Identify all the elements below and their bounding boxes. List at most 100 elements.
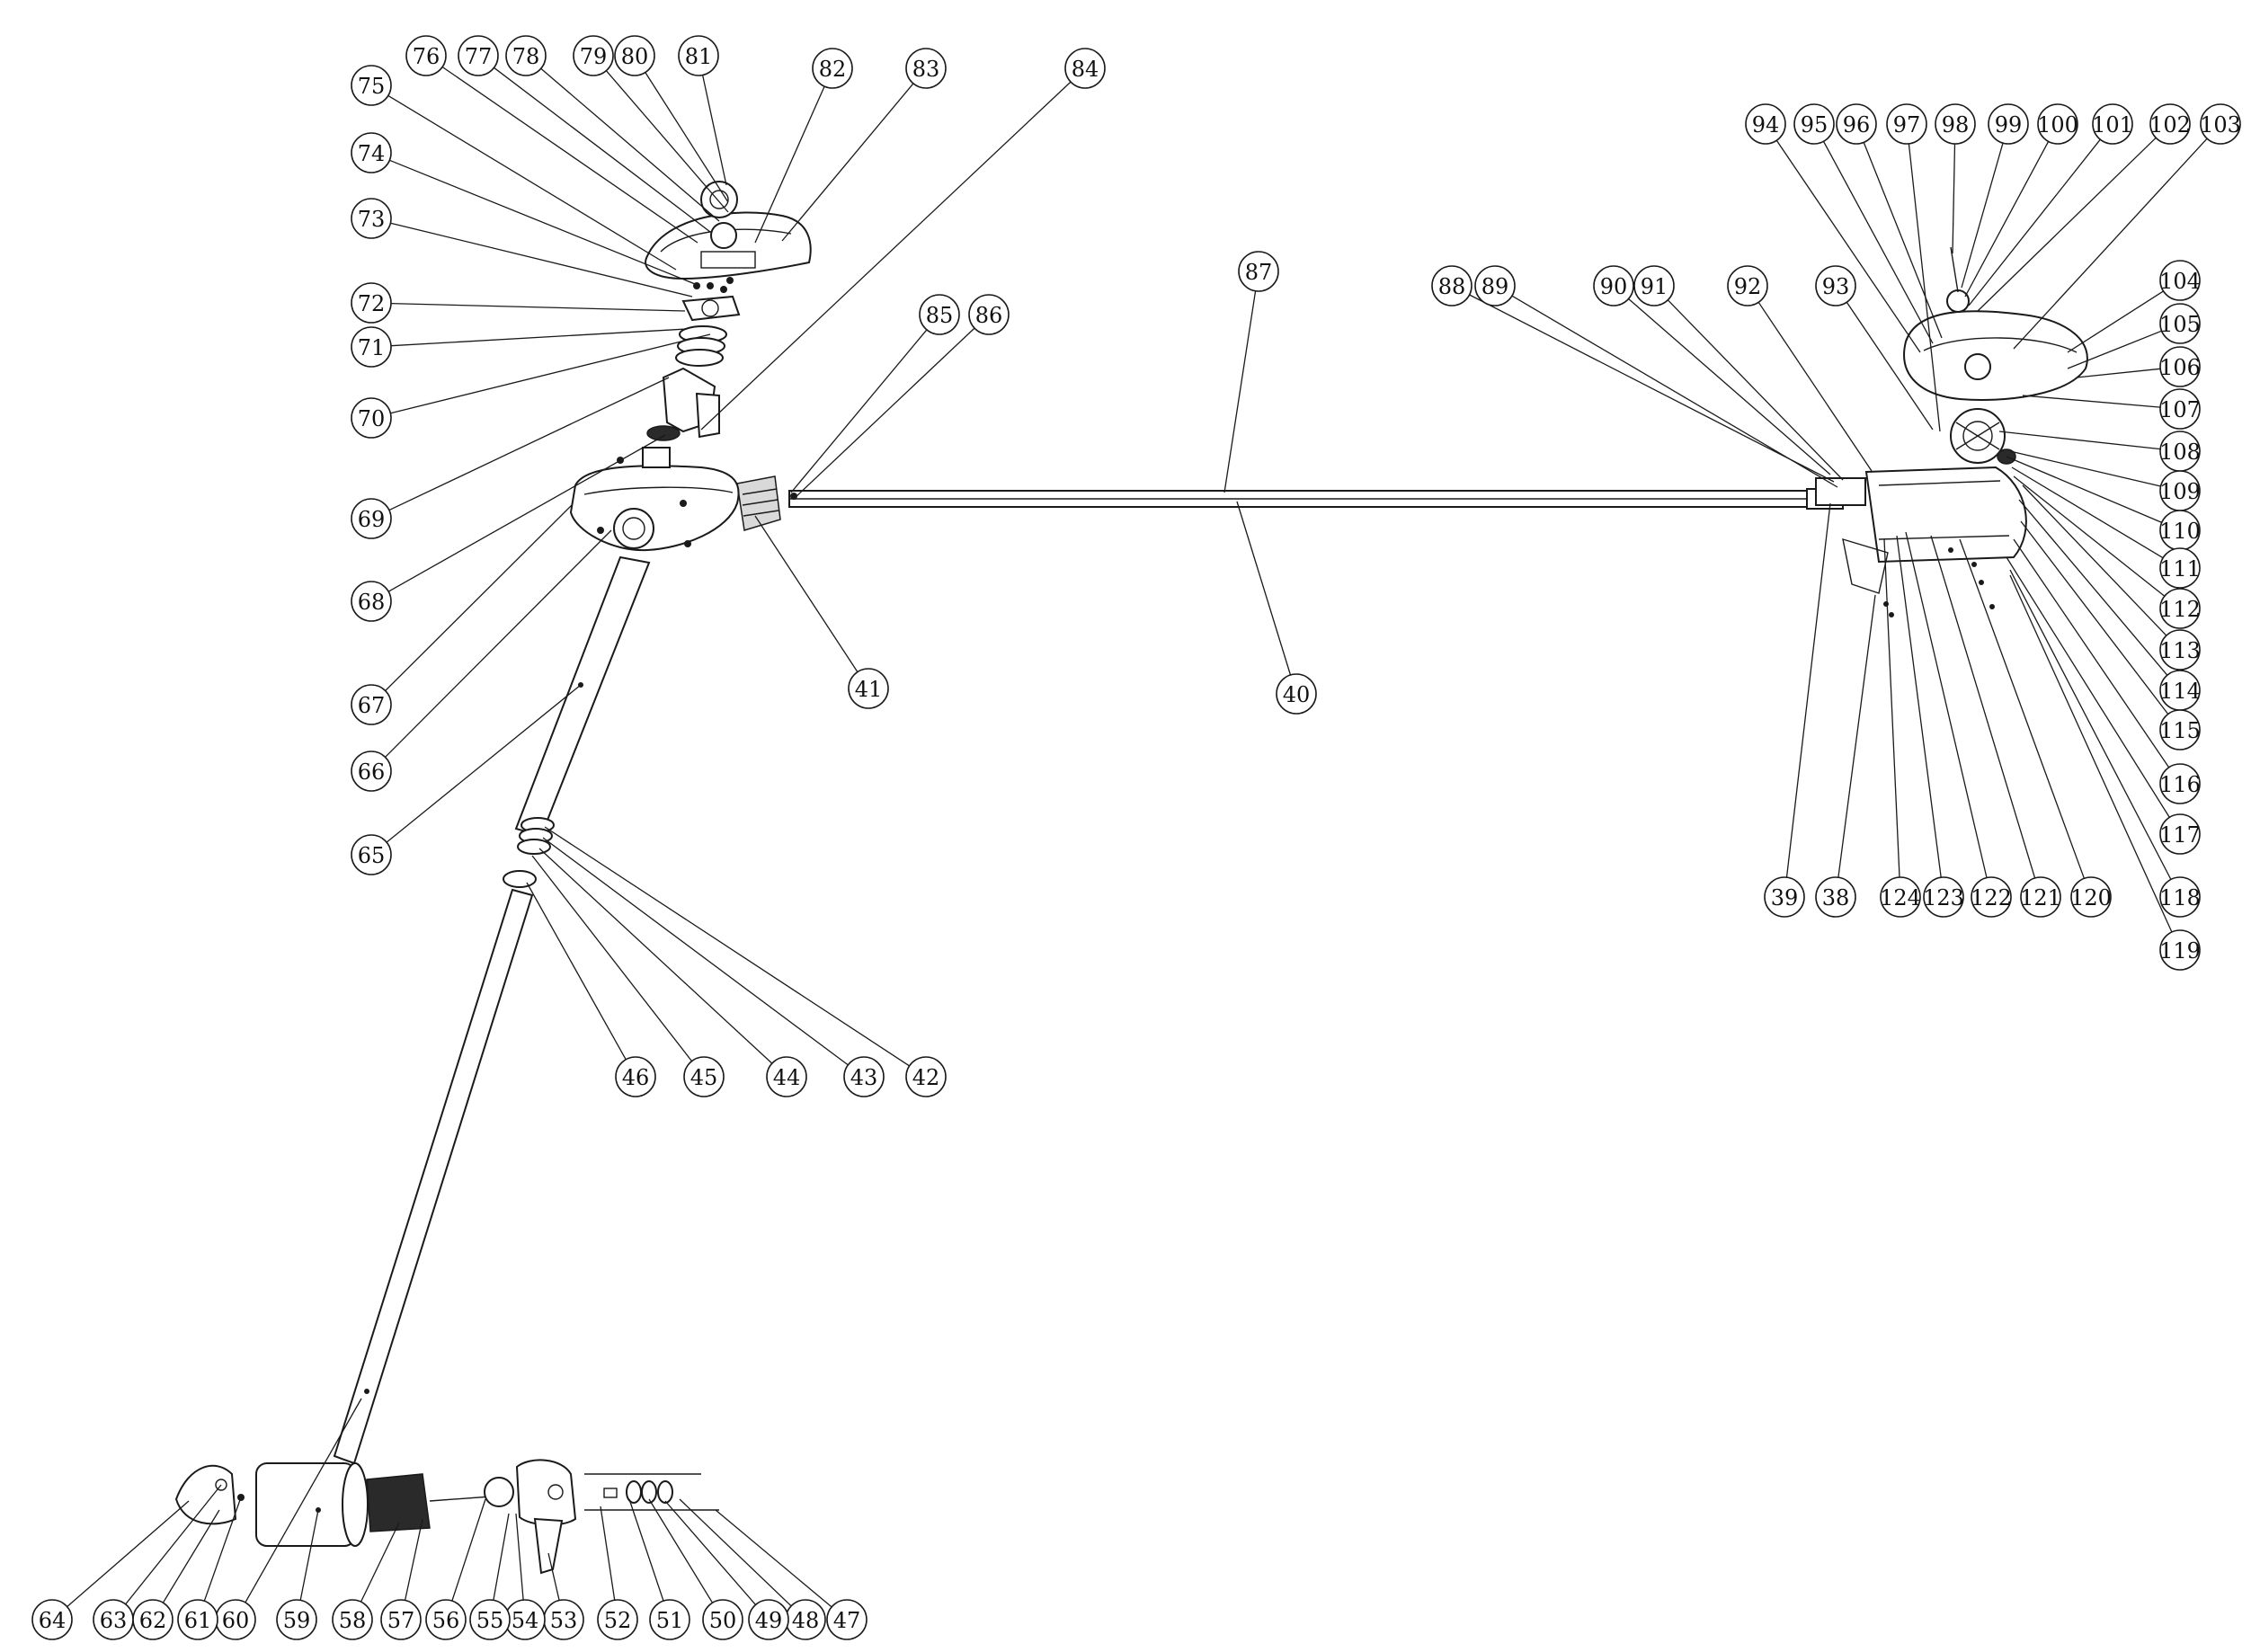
callout-circle <box>615 1056 656 1097</box>
leader-line-114 <box>2018 499 2168 676</box>
callout-label: 100 <box>2037 112 2078 138</box>
leader-line-78 <box>540 67 720 222</box>
callout-label: 122 <box>1971 885 2012 910</box>
callout-56: 56 <box>425 1599 467 1640</box>
callout-label: 55 <box>476 1608 504 1633</box>
callout-circle <box>93 1599 134 1640</box>
callout-label: 40 <box>1283 682 1311 707</box>
callout-100: 100 <box>2037 103 2078 145</box>
leader-line-52 <box>600 1505 616 1601</box>
callout-circle <box>351 834 392 875</box>
callout-label: 38 <box>1822 885 1850 910</box>
callout-circle <box>843 1056 885 1097</box>
leader-line-45 <box>531 855 693 1061</box>
callout-circle <box>968 294 1010 335</box>
callout-circle <box>919 294 960 335</box>
callout-circle <box>1886 103 1927 145</box>
callout-116: 116 <box>2159 763 2201 804</box>
leader-line-57 <box>404 1518 423 1601</box>
callout-label: 82 <box>819 57 847 82</box>
callout-57: 57 <box>380 1599 422 1640</box>
shaft-tube <box>788 488 1844 510</box>
callout-label: 106 <box>2159 355 2201 380</box>
leader-line-86 <box>794 327 975 499</box>
callout-79: 79 <box>573 35 614 76</box>
callout-circle <box>1880 876 1921 918</box>
callout-44: 44 <box>766 1056 807 1097</box>
callout-119: 119 <box>2159 929 2201 971</box>
callout-95: 95 <box>1793 103 1835 145</box>
callout-circle <box>2159 303 2201 344</box>
callout-78: 78 <box>505 35 547 76</box>
callout-71: 71 <box>351 326 392 368</box>
callout-38: 38 <box>1815 876 1856 918</box>
lower-head-housing <box>569 447 740 552</box>
callout-label: 89 <box>1481 274 1509 299</box>
callout-label: 46 <box>622 1065 650 1090</box>
callout-circle <box>351 397 392 439</box>
callout-112: 112 <box>2159 588 2201 629</box>
callout-circle <box>469 1599 511 1640</box>
callout-circle <box>1764 876 1805 918</box>
callout-53: 53 <box>543 1599 584 1640</box>
callout-label: 109 <box>2159 479 2201 504</box>
callout-circle <box>380 1599 422 1640</box>
callout-label: 61 <box>184 1608 212 1633</box>
leader-line-104 <box>2067 290 2164 353</box>
callout-120: 120 <box>2070 876 2112 918</box>
callout-circle <box>2159 547 2201 589</box>
leader-line-119 <box>2009 574 2173 933</box>
callout-circle <box>2200 103 2241 145</box>
callout-114: 114 <box>2159 670 2201 711</box>
callout-circle <box>332 1599 373 1640</box>
callout-label: 64 <box>39 1608 67 1633</box>
callout-label: 76 <box>413 44 440 69</box>
callout-circle <box>351 498 392 539</box>
leader-line-58 <box>360 1522 400 1603</box>
callout-label: 39 <box>1771 885 1799 910</box>
leader-line-89 <box>1511 295 1838 488</box>
callout-99: 99 <box>1988 103 2029 145</box>
leader-line-118 <box>2009 569 2172 880</box>
callout-label: 47 <box>833 1608 861 1633</box>
leader-line-99 <box>1961 143 2004 289</box>
leader-line-68 <box>387 434 666 592</box>
callout-label: 79 <box>580 44 608 69</box>
callout-circle <box>351 132 392 173</box>
callout-45: 45 <box>683 1056 725 1097</box>
callout-circle <box>2020 876 2061 918</box>
callout-label: 84 <box>1072 57 1099 82</box>
callout-label: 123 <box>1923 885 1964 910</box>
callout-label: 93 <box>1822 274 1850 299</box>
callout-circle <box>683 1056 725 1097</box>
parts-drawing <box>174 181 2088 1575</box>
leader-line-60 <box>245 1398 362 1603</box>
callout-label: 70 <box>358 406 386 431</box>
callout-86: 86 <box>968 294 1010 335</box>
callout-106: 106 <box>2159 346 2201 387</box>
leader-line-106 <box>2076 368 2161 378</box>
callout-circle <box>812 48 853 89</box>
leader-line-105 <box>2067 330 2162 369</box>
callout-85: 85 <box>919 294 960 335</box>
callout-circle <box>905 48 947 89</box>
callout-81: 81 <box>678 35 719 76</box>
motor-assembly <box>174 1459 719 1575</box>
leader-line-96 <box>1863 142 1943 339</box>
callout-label: 87 <box>1245 260 1273 285</box>
leader-line-120 <box>1959 538 2086 879</box>
callout-circle <box>614 35 655 76</box>
callout-60: 60 <box>215 1599 256 1640</box>
callout-circle <box>702 1599 743 1640</box>
leader-line-113 <box>2022 484 2167 636</box>
callout-label: 94 <box>1752 112 1780 138</box>
callout-75: 75 <box>351 65 392 106</box>
main-shaft <box>514 555 651 838</box>
callout-circle <box>2159 629 2201 671</box>
leader-line-71 <box>390 328 688 347</box>
leader-line-69 <box>388 377 670 511</box>
callout-label: 58 <box>339 1608 367 1633</box>
callout-52: 52 <box>597 1599 638 1640</box>
callout-circle <box>177 1599 218 1640</box>
callout-101: 101 <box>2092 103 2133 145</box>
